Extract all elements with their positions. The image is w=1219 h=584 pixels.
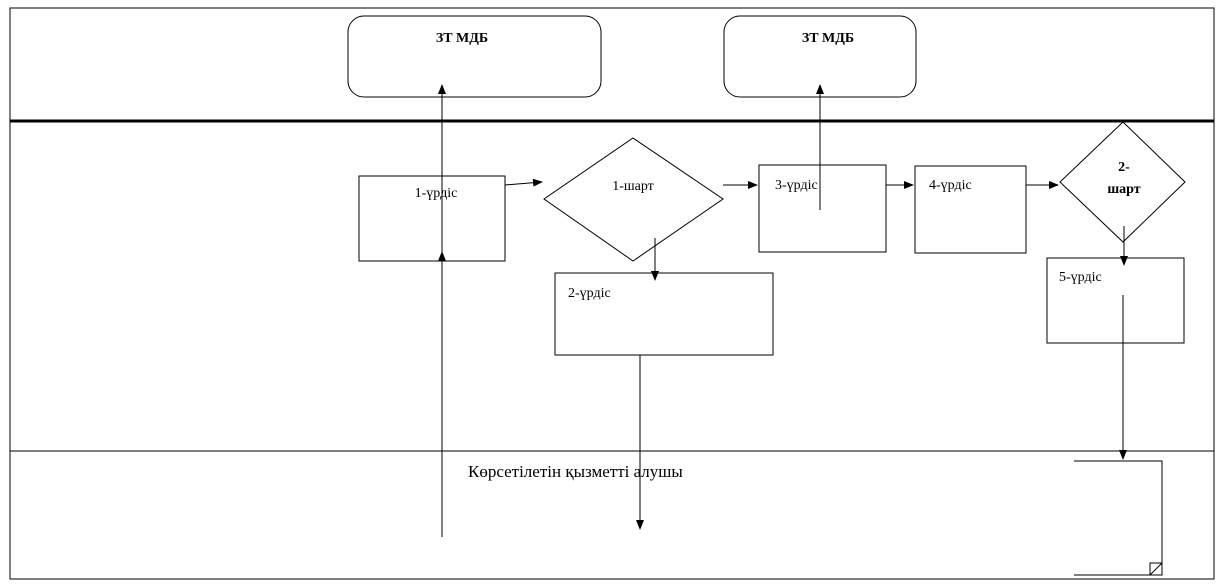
process-4-box: 4-үрдіс (914, 165, 1027, 254)
diagram-border (9, 7, 1215, 580)
condition-1-label: 1-шарт (612, 179, 654, 194)
process-1-label: 1-үрдіс (415, 186, 458, 201)
condition-2-diamond: 2- шарт (1059, 121, 1186, 243)
condition-2-label-line1: 2- (1118, 160, 1130, 175)
db-node-2-label: ЗТ МДБ (802, 31, 854, 46)
condition-1-diamond: 1-шарт (543, 137, 724, 262)
process-3-box: 3-үрдіс (758, 164, 887, 253)
process-5-box: 5-үрдіс (1046, 257, 1185, 344)
db-node-1-label: ЗТ МДБ (436, 31, 488, 46)
db-node-1: ЗТ МДБ (347, 15, 602, 98)
process-3-label: 3-үрдіс (775, 178, 818, 193)
process-5-label: 5-үрдіс (1059, 270, 1102, 285)
result-document-icon (1074, 460, 1163, 576)
condition-2-label-line2: шарт (1107, 182, 1140, 197)
process-4-label: 4-үрдіс (929, 178, 972, 193)
process-2-box: 2-үрдіс (554, 272, 774, 356)
db-node-2: ЗТ МДБ (723, 15, 917, 98)
process-2-label: 2-үрдіс (568, 286, 611, 301)
arrow-process1-to-condition1 (504, 178, 543, 187)
lane-label-service-recipient: Көрсетілетін қызметті алушы (468, 462, 683, 481)
process-1-box: 1-үрдіс (358, 175, 506, 262)
